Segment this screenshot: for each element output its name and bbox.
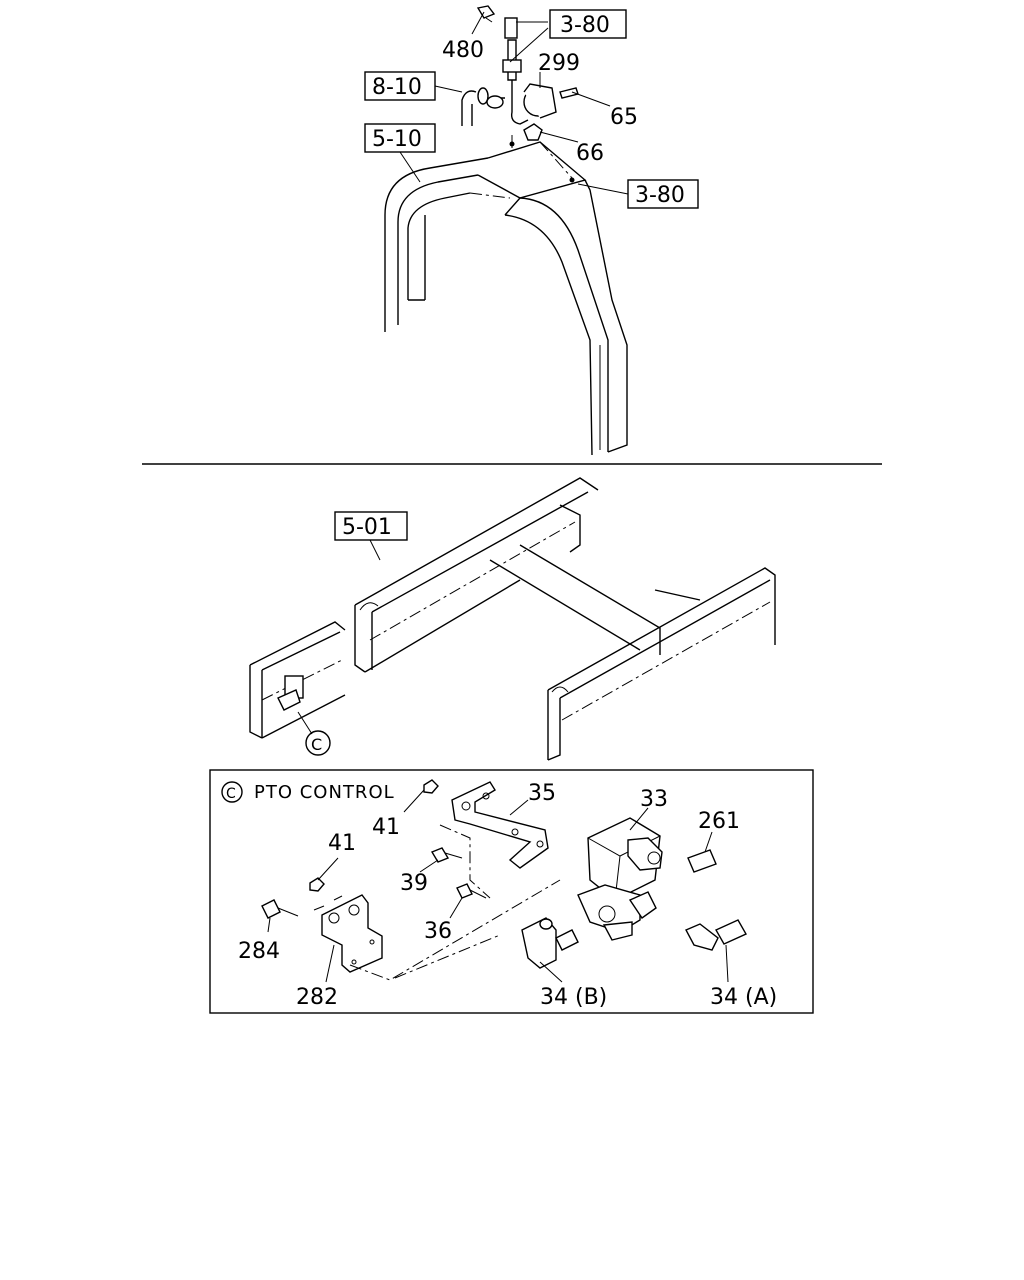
pto-parts bbox=[261, 779, 747, 983]
part-label-282: 282 bbox=[296, 985, 338, 1010]
part-label-480: 480 bbox=[442, 38, 484, 63]
callout-marker-c: C bbox=[311, 735, 322, 754]
ref-box-5-10 bbox=[364, 123, 436, 153]
callout-circle-c bbox=[305, 730, 331, 756]
part-label-39: 39 bbox=[400, 871, 428, 896]
part-label-284: 284 bbox=[238, 939, 280, 964]
part-label-34-b: 34 (B) bbox=[540, 985, 607, 1010]
chassis-frame bbox=[249, 477, 776, 761]
ref-8-10: 8-10 bbox=[372, 75, 422, 100]
part-label-261: 261 bbox=[698, 809, 740, 834]
part-label-299: 299 bbox=[538, 51, 580, 76]
part-label-34-a: 34 (A) bbox=[710, 985, 777, 1010]
ref-box-8-10 bbox=[364, 71, 436, 101]
ref-3-80-upper: 3-80 bbox=[560, 13, 610, 38]
detail-marker-circle bbox=[221, 781, 243, 803]
ref-box-3-80-lower bbox=[627, 179, 699, 209]
detail-marker: C bbox=[226, 786, 236, 802]
ref-5-01: 5-01 bbox=[342, 515, 392, 540]
top-assembly bbox=[384, 5, 629, 456]
ref-5-10: 5-10 bbox=[372, 127, 422, 152]
part-label-36: 36 bbox=[424, 919, 452, 944]
part-label-41-upper: 41 bbox=[372, 815, 400, 840]
part-label-41-lower: 41 bbox=[328, 831, 356, 856]
part-label-33: 33 bbox=[640, 787, 668, 812]
ref-3-80-lower: 3-80 bbox=[635, 183, 685, 208]
ref-box-3-80-upper bbox=[549, 9, 627, 39]
part-label-65: 65 bbox=[610, 105, 638, 130]
detail-title: PTO CONTROL bbox=[254, 782, 395, 803]
part-label-35: 35 bbox=[528, 781, 556, 806]
ref-box-5-01 bbox=[334, 511, 408, 541]
detail-box bbox=[209, 769, 814, 1014]
part-label-66: 66 bbox=[576, 141, 604, 166]
